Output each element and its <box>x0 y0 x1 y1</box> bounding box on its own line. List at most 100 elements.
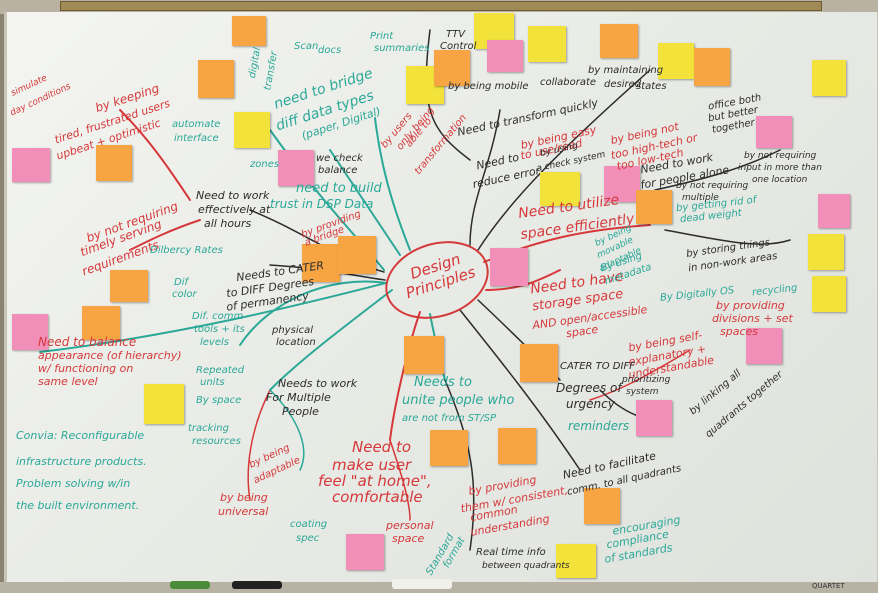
sticky-note <box>490 248 528 286</box>
handwritten-note: divisions + set <box>712 312 793 325</box>
handwritten-note: interface <box>174 133 219 144</box>
sticky-note <box>584 488 620 524</box>
sticky-note <box>520 344 558 382</box>
handwritten-note: docs <box>318 45 342 56</box>
sticky-note <box>12 314 48 350</box>
handwritten-note: urgency <box>566 397 615 411</box>
handwritten-note: feel "at home", <box>318 472 432 490</box>
handwritten-note: units <box>200 377 225 388</box>
handwritten-note: tracking <box>188 423 229 434</box>
handwritten-note: personal <box>386 519 434 532</box>
sticky-note <box>198 60 234 98</box>
sticky-note <box>346 534 384 570</box>
sticky-note <box>812 60 846 96</box>
sticky-note <box>487 40 523 72</box>
handwritten-note: Problem solving w/in <box>16 477 131 490</box>
sticky-note <box>636 400 672 436</box>
handwritten-note: Scan <box>294 41 319 52</box>
handwritten-note: CATER TO DIFF <box>560 361 635 372</box>
handwritten-note: appearance (of hierarchy) <box>38 349 182 362</box>
handwritten-note: prioritizing <box>622 375 671 385</box>
handwritten-note: desired <box>604 79 642 90</box>
handwritten-note: TTV <box>446 29 466 40</box>
handwritten-note: infrastructure products. <box>16 455 147 468</box>
marker-pen <box>232 581 282 589</box>
handwritten-note: levels <box>200 337 229 348</box>
sticky-note <box>818 194 850 228</box>
sticky-note <box>658 43 694 79</box>
sticky-note <box>808 234 844 270</box>
handwritten-note: by maintaining <box>588 65 664 76</box>
handwritten-note: Needs to work <box>278 377 358 390</box>
handwritten-note: by not requiring <box>676 181 749 191</box>
handwritten-note: Degrees of <box>556 381 622 395</box>
handwritten-note: Need to <box>352 438 412 456</box>
handwritten-note: universal <box>218 505 269 518</box>
handwritten-note: one location <box>752 175 808 185</box>
sticky-note <box>694 48 730 86</box>
handwritten-note: between quadrants <box>482 561 570 571</box>
sticky-note <box>278 150 314 186</box>
sticky-note <box>232 16 266 46</box>
handwritten-note: People <box>282 405 319 418</box>
handwritten-note: states <box>636 81 667 92</box>
handwritten-note: the built environment. <box>16 499 140 512</box>
sticky-note <box>812 276 846 312</box>
board-brand-label: QUARTET <box>812 582 845 590</box>
handwritten-note: resources <box>192 436 241 447</box>
sticky-note <box>434 50 470 86</box>
handwritten-note: need to build <box>296 181 382 196</box>
handwritten-note: unite people who <box>402 393 515 408</box>
handwritten-note: input in more than <box>738 163 822 173</box>
handwritten-note: by providing <box>716 299 785 312</box>
sticky-note <box>110 270 148 302</box>
handwritten-note: zones <box>250 159 280 170</box>
handwritten-note: Repeated <box>196 365 245 376</box>
handwritten-note: Dif <box>174 277 188 288</box>
handwritten-note: multiple <box>682 193 719 203</box>
sticky-note <box>404 336 444 374</box>
sticky-note <box>430 430 468 466</box>
handwritten-note: Print <box>370 31 394 42</box>
handwritten-note: Control <box>440 41 477 52</box>
sticky-note <box>636 190 672 224</box>
handwritten-note: Dilbercy Rates <box>150 245 223 256</box>
sticky-note <box>12 148 50 182</box>
handwritten-note: physical <box>272 325 313 336</box>
eraser-cloth <box>392 579 452 589</box>
marker-rail <box>60 1 822 11</box>
handwritten-note: Dif. comm <box>192 311 244 322</box>
handwritten-note: Need to work <box>196 189 270 202</box>
handwritten-note: make user <box>332 456 412 474</box>
handwritten-note: trust in DSP Data <box>270 197 374 211</box>
handwritten-note: by being mobile <box>448 81 529 92</box>
sticky-note <box>756 116 792 148</box>
handwritten-note: same level <box>38 375 98 388</box>
sticky-note <box>498 428 536 464</box>
handwritten-note: location <box>276 337 316 348</box>
handwritten-note: all hours <box>204 217 252 230</box>
sticky-note <box>556 544 596 578</box>
sticky-note <box>234 112 270 148</box>
sticky-note <box>600 24 638 58</box>
sticky-note <box>144 384 184 424</box>
handwritten-note: color <box>172 289 197 300</box>
handwritten-note: automate <box>172 119 221 130</box>
sticky-note <box>82 306 120 340</box>
sticky-note <box>604 166 640 202</box>
handwritten-note: effectively at <box>198 203 271 216</box>
handwritten-note: Need to balance <box>38 335 137 349</box>
handwritten-note: Convia: Reconfigurable <box>16 429 145 442</box>
handwritten-note: we check <box>316 153 363 164</box>
handwritten-note: spaces <box>720 325 759 338</box>
handwritten-note: are not from ST/SP <box>402 413 496 424</box>
handwritten-note: summaries <box>374 43 430 54</box>
handwritten-note: coating <box>290 519 328 530</box>
sticky-note <box>338 236 376 274</box>
handwritten-note: collaborate <box>540 77 597 88</box>
sticky-note <box>302 244 340 282</box>
sticky-note <box>528 26 566 62</box>
handwritten-note: reminders <box>568 419 630 433</box>
